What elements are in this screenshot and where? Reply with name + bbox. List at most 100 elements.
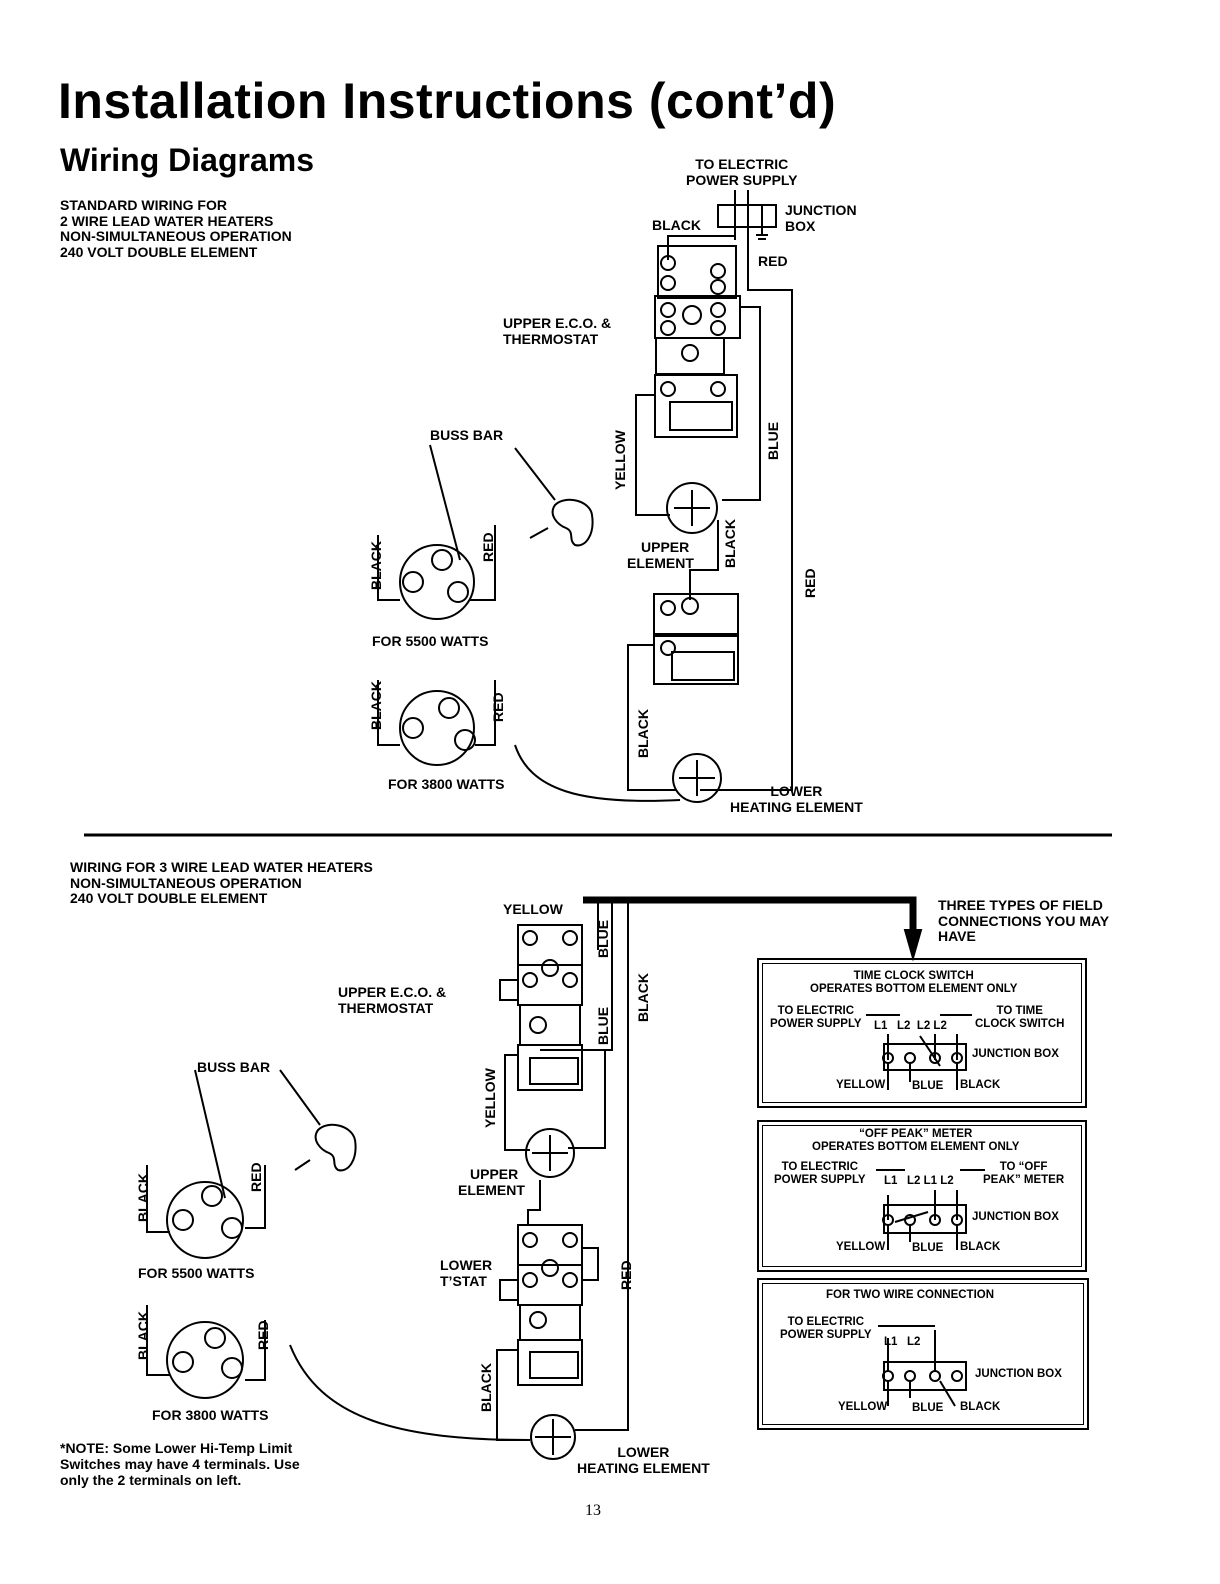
upper-element-label: UPPER ELEMENT: [627, 539, 694, 571]
upper-element-line: UPPER: [470, 1166, 519, 1182]
power-supply-label: TO ELECTRIC POWER SUPPLY: [686, 156, 798, 188]
diagram2-heading: WIRING FOR 3 WIRE LEAD WATER HEATERS NON…: [70, 859, 373, 907]
two-wire-left: TO ELECTRIC POWER SUPPLY: [780, 1316, 872, 1341]
box-title-line: “OFF PEAK” METER: [859, 1128, 973, 1140]
box-right-line: TO TIME: [996, 1005, 1043, 1017]
two-wire-blue: BLUE: [912, 1402, 944, 1414]
black-wire-label: BLACK: [635, 709, 651, 758]
upper-thermostat-dial: [655, 337, 725, 375]
diagram2-heading-line: WIRING FOR 3 WIRE LEAD WATER HEATERS: [70, 859, 373, 875]
power-supply-line: POWER SUPPLY: [686, 171, 798, 188]
box-left-line: TO ELECTRIC: [781, 1161, 859, 1173]
for-3800-label: FOR 3800 WATTS: [152, 1407, 269, 1423]
diagram1-heading-line: 240 VOLT DOUBLE ELEMENT: [60, 243, 258, 260]
lower-element-line: LOWER: [617, 1444, 670, 1460]
red-wire-label: RED: [480, 532, 496, 562]
three-types-line: HAVE: [938, 928, 976, 944]
time-clock-title: TIME CLOCK SWITCH OPERATES BOTTOM ELEMEN…: [810, 970, 1017, 995]
box-left-line: POWER SUPPLY: [780, 1328, 872, 1341]
upper-element-line: UPPER: [641, 539, 690, 555]
two-wire-terminals: L1 L2: [884, 1336, 921, 1348]
lower-element-label: LOWER HEATING ELEMENT: [730, 783, 863, 815]
blue-wire-label: BLUE: [595, 1006, 611, 1045]
off-peak-junction: JUNCTION BOX: [972, 1211, 1059, 1223]
connection-box-off-peak: [757, 1120, 1087, 1272]
off-peak-title: “OFF PEAK” METER OPERATES BOTTOM ELEMENT…: [812, 1128, 1019, 1153]
lower-tstat-line: LOWER: [440, 1257, 493, 1273]
upper-eco-label: UPPER E.C.O. & THERMOSTAT: [338, 984, 447, 1016]
note-line: Switches may have 4 terminals. Use: [60, 1456, 300, 1472]
box-right-line: PEAK” METER: [983, 1173, 1065, 1186]
off-peak-terminals: L1 L2 L1 L2: [884, 1175, 954, 1187]
junction-box-label: JUNCTION BOX: [785, 202, 857, 234]
junction-box-line: JUNCTION: [785, 202, 857, 218]
black-wire-label: BLACK: [652, 217, 701, 233]
box-left-line: TO ELECTRIC: [777, 1005, 855, 1017]
red-wire-label: RED: [248, 1162, 264, 1192]
two-wire-black: BLACK: [960, 1401, 1001, 1413]
three-types-label: THREE TYPES OF FIELD CONNECTIONS YOU MAY…: [938, 897, 1109, 945]
box-title-line: TIME CLOCK SWITCH: [853, 970, 974, 982]
note-text: *NOTE: Some Lower Hi-Temp Limit Switches…: [60, 1440, 300, 1488]
diagram1-heading-line: STANDARD WIRING FOR: [60, 197, 227, 213]
upper-eco-label: UPPER E.C.O. & THERMOSTAT: [503, 315, 612, 347]
time-clock-blue: BLUE: [912, 1080, 944, 1092]
upper-element-line: ELEMENT: [458, 1181, 525, 1198]
upper-eco: [657, 245, 737, 299]
connection-box-time-clock: [757, 958, 1087, 1108]
upper-thermostat-body: [654, 374, 738, 438]
box-title-line: OPERATES BOTTOM ELEMENT ONLY: [810, 982, 1018, 995]
for-5500-label: FOR 5500 WATTS: [372, 633, 489, 649]
lower-element-line: HEATING ELEMENT: [577, 1459, 710, 1476]
box-title-line: OPERATES BOTTOM ELEMENT ONLY: [812, 1140, 1020, 1153]
yellow-wire-label: YELLOW: [482, 1068, 498, 1128]
two-wire-title: FOR TWO WIRE CONNECTION: [826, 1289, 995, 1301]
two-wire-junction: JUNCTION BOX: [975, 1368, 1062, 1380]
buss-bar-label: BUSS BAR: [430, 427, 504, 443]
upper-eco-line: UPPER E.C.O. &: [503, 315, 612, 331]
for-3800-label: FOR 3800 WATTS: [388, 776, 505, 792]
lower-element-line: HEATING ELEMENT: [730, 798, 863, 815]
off-peak-yellow: YELLOW: [836, 1241, 886, 1253]
lower-tstat-label: LOWER T’STAT: [440, 1257, 493, 1289]
blue-wire-label: BLUE: [765, 421, 781, 460]
page-title: Installation Instructions (cont’d): [58, 73, 837, 129]
black-wire-label: BLACK: [478, 1363, 494, 1412]
box-left-line: TO ELECTRIC: [787, 1316, 865, 1328]
red-wire-label: RED: [490, 692, 506, 722]
off-peak-blue: BLUE: [912, 1242, 944, 1254]
lower-element-line: LOWER: [770, 783, 823, 799]
note-line: *NOTE: Some Lower Hi-Temp Limit: [60, 1440, 293, 1456]
yellow-wire-label: YELLOW: [612, 430, 628, 490]
diagram2-heading-line: NON-SIMULTANEOUS OPERATION: [70, 874, 302, 891]
connection-box-off-peak-inner: [762, 1125, 1082, 1267]
time-clock-black: BLACK: [960, 1079, 1001, 1091]
box-left-line: POWER SUPPLY: [774, 1173, 866, 1186]
junction-box-line: BOX: [785, 217, 816, 234]
page-number: 13: [585, 1502, 601, 1519]
upper-eco-line: THERMOSTAT: [503, 330, 599, 347]
note-line: only the 2 terminals on left.: [60, 1472, 242, 1488]
upper-element: [666, 482, 718, 534]
black-wire-label: BLACK: [368, 681, 384, 730]
three-types-line: THREE TYPES OF FIELD: [938, 897, 1103, 913]
off-peak-left: TO ELECTRIC POWER SUPPLY: [774, 1161, 866, 1186]
black-wire-label: BLACK: [135, 1311, 151, 1360]
black-wire-label: BLACK: [635, 973, 651, 1022]
lower-element-label: LOWER HEATING ELEMENT: [577, 1444, 710, 1476]
upper-eco-line: THERMOSTAT: [338, 999, 434, 1016]
element-3800-1: [399, 690, 475, 766]
connection-box-two-wire-inner: [762, 1283, 1084, 1425]
section-title: Wiring Diagrams: [60, 142, 314, 178]
upper-eco-line: UPPER E.C.O. &: [338, 984, 447, 1000]
upper-element-line: ELEMENT: [627, 554, 694, 571]
red-wire-label: RED: [802, 568, 818, 598]
lower-tstat-line: T’STAT: [440, 1272, 487, 1289]
box-left-line: POWER SUPPLY: [770, 1017, 862, 1030]
connection-box-two-wire: [757, 1278, 1089, 1430]
time-clock-junction: JUNCTION BOX: [972, 1048, 1059, 1060]
lower-thermostat-body: [653, 633, 739, 685]
time-clock-left: TO ELECTRIC POWER SUPPLY: [770, 1005, 862, 1030]
blue-wire-label: BLUE: [595, 919, 611, 958]
